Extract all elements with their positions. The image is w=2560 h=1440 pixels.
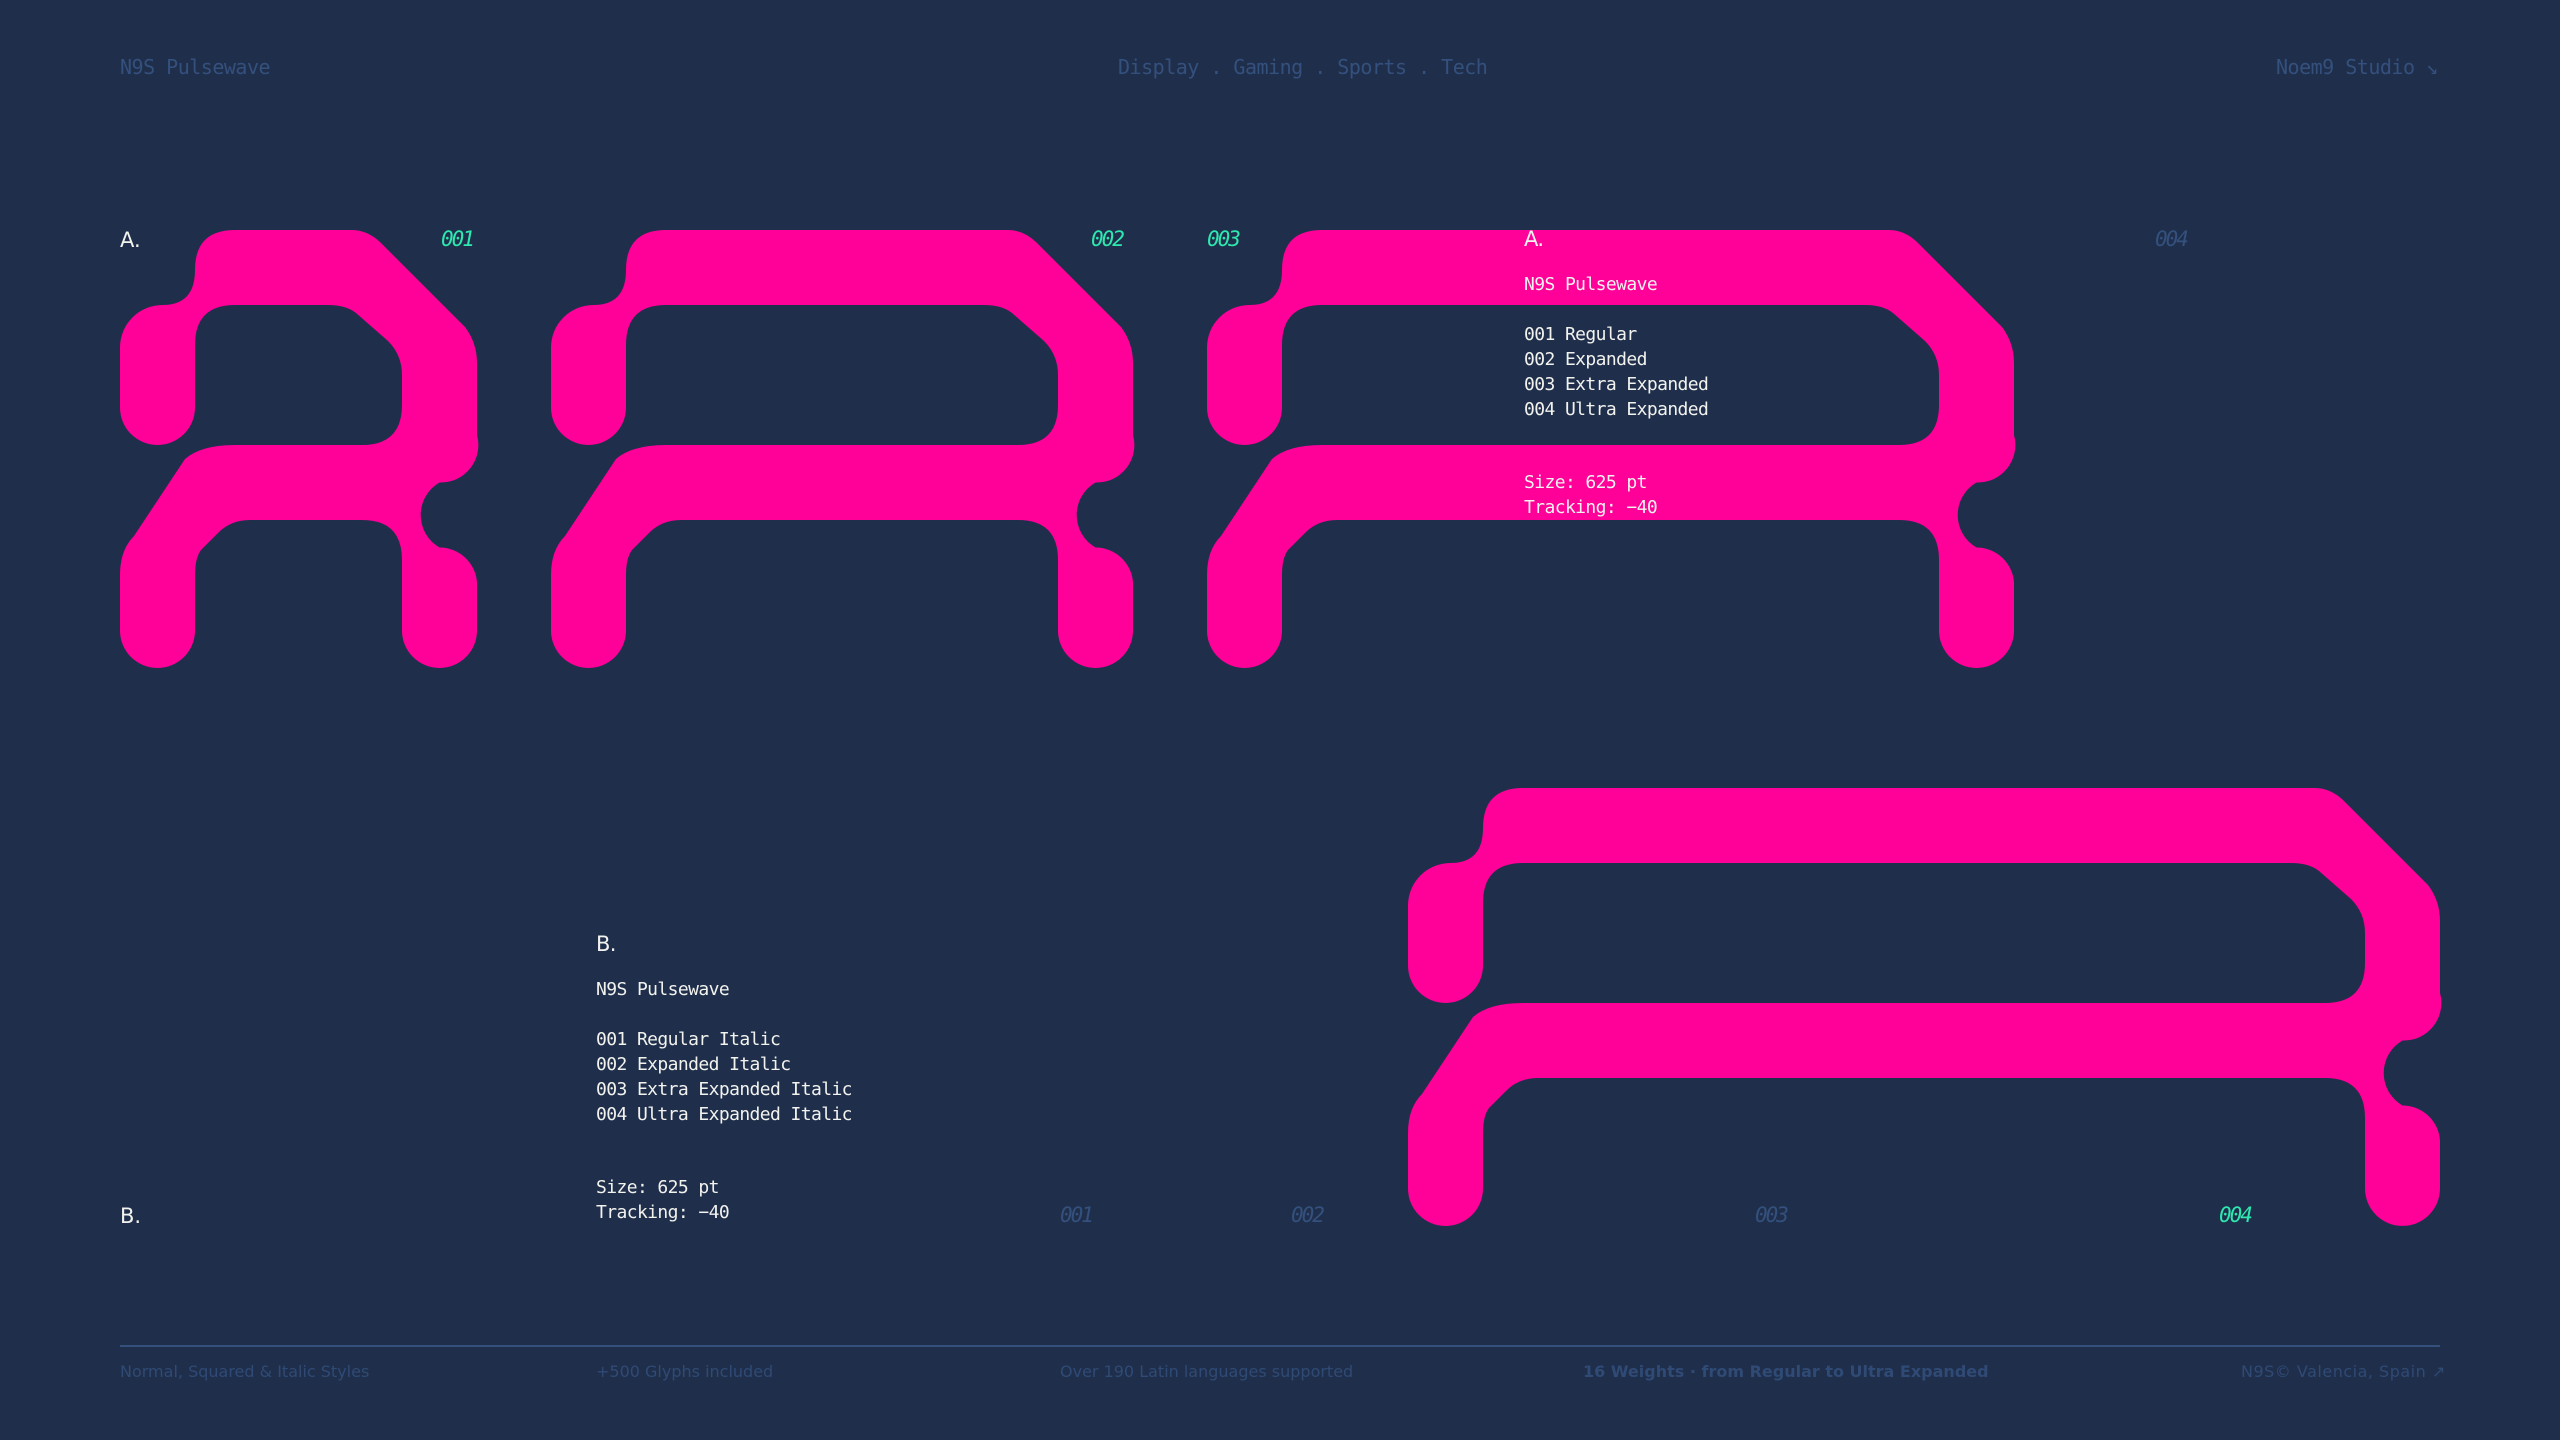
info-b-tracking: Tracking: −40	[596, 1202, 730, 1223]
section-b-info: B. N9S Pulsewave 001 Regular Italic 002 …	[596, 932, 853, 1225]
info-b-style-3: 003 Extra Expanded Italic	[596, 1079, 853, 1100]
studio-link[interactable]: Noem9 Studio ↘	[2276, 55, 2438, 79]
info-b-style-1: 001 Regular Italic	[596, 1029, 781, 1050]
glyph-a-extra-expanded	[1207, 230, 2016, 668]
footer-languages: Over 190 Latin languages supported	[1060, 1362, 1354, 1381]
glyph-a-ultra-expanded-italic	[1408, 788, 2442, 1227]
info-b-style-2: 002 Expanded Italic	[596, 1054, 791, 1075]
info-a-letter: A.	[1524, 227, 1544, 251]
section-a-letter: A.	[120, 228, 141, 252]
info-b-size: Size: 625 pt	[596, 1177, 719, 1198]
footer-divider	[120, 1345, 2440, 1347]
glyph-a-expanded	[551, 230, 1135, 668]
info-b-style-4: 004 Ultra Expanded Italic	[596, 1104, 853, 1125]
index-a-001[interactable]: 001	[441, 227, 475, 251]
footer-glyphs: +500 Glyphs included	[596, 1362, 774, 1381]
header-font-name: N9S Pulsewave	[120, 55, 271, 79]
index-a-004[interactable]: 004	[2155, 227, 2189, 251]
info-a-font-name: N9S Pulsewave	[1524, 274, 1658, 295]
index-a-003[interactable]: 003	[1207, 227, 1241, 251]
index-a-002[interactable]: 002	[1091, 227, 1125, 251]
section-b-letter: B.	[120, 1204, 142, 1228]
info-a-size: Size: 625 pt	[1524, 472, 1647, 493]
footer-weights: 16 Weights · from Regular to Ultra Expan…	[1583, 1362, 1989, 1381]
info-b-font-name: N9S Pulsewave	[596, 979, 730, 1000]
info-a-style-4: 004 Ultra Expanded	[1524, 399, 1709, 420]
info-a-style-1: 001 Regular	[1524, 324, 1637, 345]
info-b-letter: B.	[596, 932, 616, 956]
info-a-style-2: 002 Expanded	[1524, 349, 1647, 370]
index-b-003[interactable]: 003	[1755, 1203, 1789, 1227]
info-a-style-3: 003 Extra Expanded	[1524, 374, 1709, 395]
arrow-up-right-icon: ↗	[2431, 1362, 2446, 1381]
footer-location-link[interactable]: N9S© Valencia, Spain ↗	[2241, 1362, 2446, 1381]
header-categories: Display . Gaming . Sports . Tech	[1118, 55, 1488, 79]
footer-styles: Normal, Squared & Italic Styles	[120, 1362, 370, 1381]
section-a-info: A. N9S Pulsewave 001 Regular 002 Expande…	[1524, 227, 1709, 520]
index-b-004[interactable]: 004	[2219, 1203, 2253, 1227]
arrow-down-right-icon: ↘	[2426, 55, 2438, 79]
index-b-002[interactable]: 002	[1291, 1203, 1325, 1227]
index-b-001[interactable]: 001	[1060, 1203, 1094, 1227]
studio-label: Noem9 Studio	[2276, 55, 2415, 79]
glyph-a-regular	[120, 230, 479, 668]
info-a-tracking: Tracking: −40	[1524, 497, 1658, 518]
footer-location: N9S© Valencia, Spain	[2241, 1362, 2427, 1381]
